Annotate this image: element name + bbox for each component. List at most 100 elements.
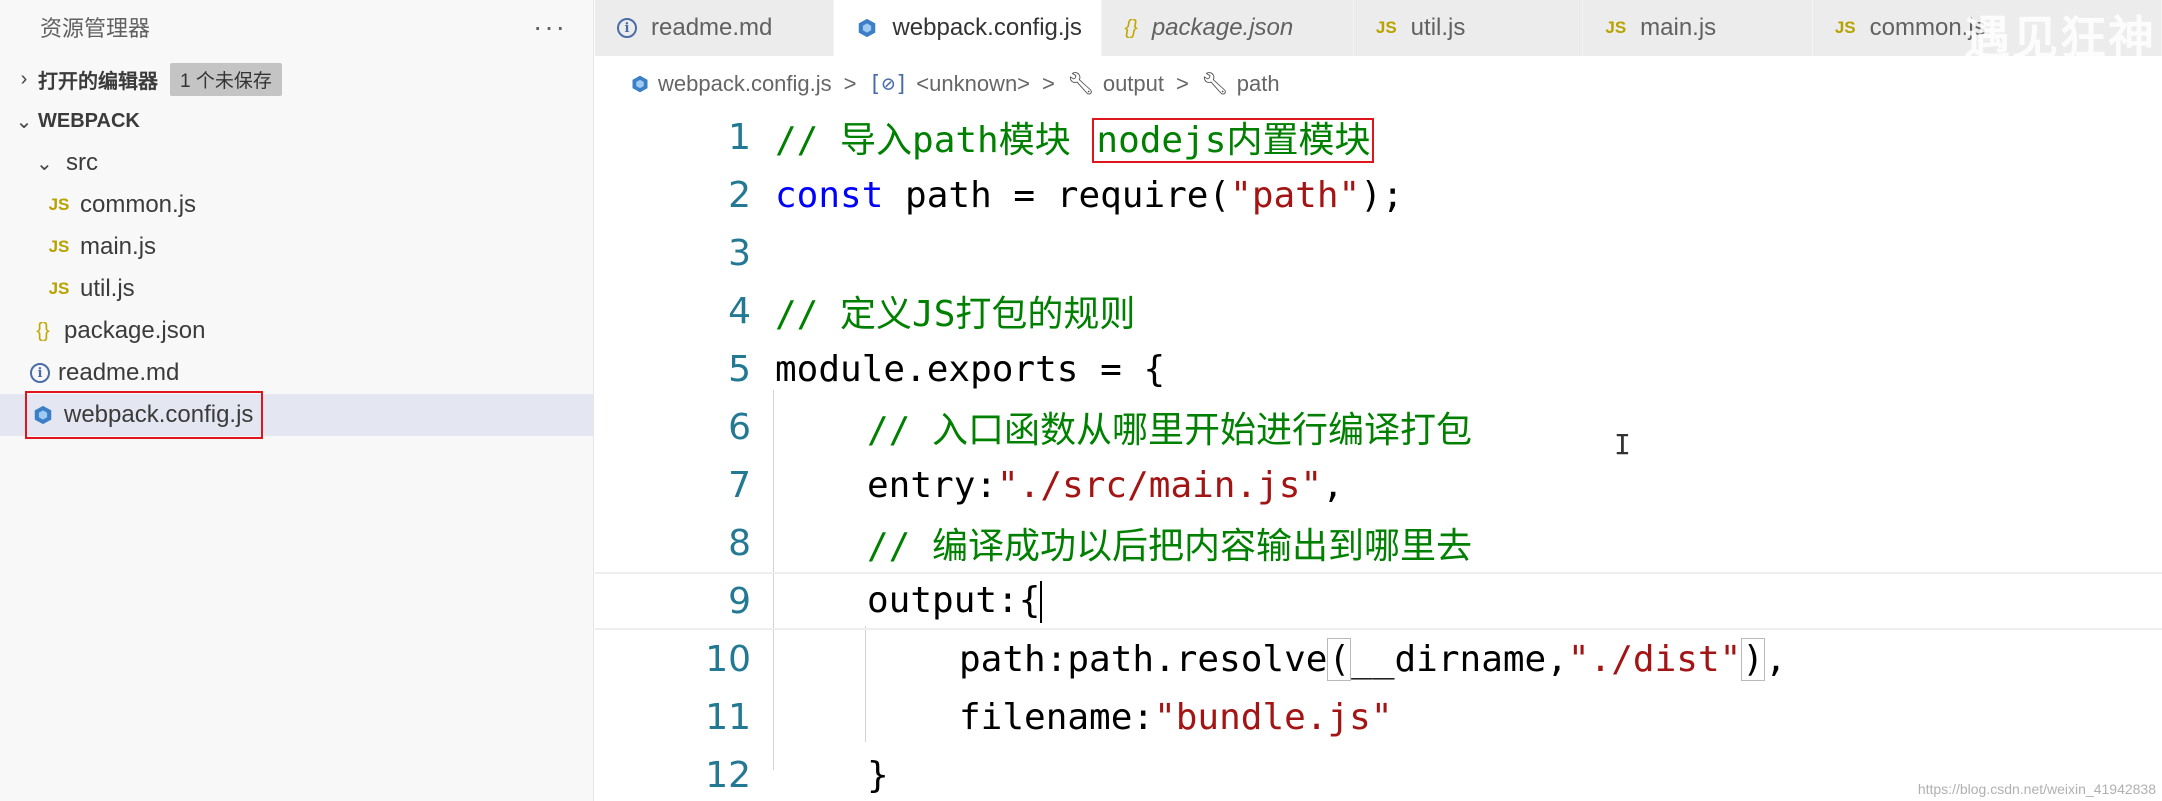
ibeam-cursor-icon: I xyxy=(1614,428,1631,461)
breadcrumb-symbol-unknown[interactable]: <unknown> xyxy=(916,71,1031,96)
json-file-icon: {} xyxy=(36,319,50,342)
tab-label: util.js xyxy=(1410,14,1466,41)
code-plain: ); xyxy=(1360,174,1404,216)
breadcrumb-separator: > xyxy=(1176,71,1189,96)
code-plain: path = require( xyxy=(883,174,1231,216)
code-plain: } xyxy=(867,754,889,796)
wrench-icon: 🔧︎ xyxy=(1200,71,1229,96)
tree-file-util-js[interactable]: JS util.js xyxy=(0,268,593,310)
file-label: webpack.config.js xyxy=(64,401,254,428)
tree-file-package-json[interactable]: {} package.json xyxy=(0,310,593,352)
editor-tab-bar: i readme.md webpack.config.js {} package… xyxy=(595,0,2162,56)
code-key: entry: xyxy=(867,464,998,506)
code-plain: output:{ xyxy=(867,579,1041,621)
code-comment: // 导入path模块 xyxy=(775,120,1093,161)
code-line-4: 4 // 定义JS打包的规则 xyxy=(595,282,2162,340)
info-icon: i xyxy=(30,363,50,383)
line-number: 1 xyxy=(728,116,751,158)
tab-label: webpack.config.js xyxy=(892,14,1082,41)
webpack-cube-icon xyxy=(30,404,56,426)
code-text: output:{ xyxy=(775,579,1043,623)
tab-common-js[interactable]: JS common.js xyxy=(1812,0,2162,56)
code-plain: path:path.resolve xyxy=(959,638,1328,680)
breadcrumb-symbol-path[interactable]: path xyxy=(1236,71,1280,96)
line-number: 10 xyxy=(705,638,751,680)
json-file-icon: {} xyxy=(1124,16,1138,39)
code-string: "path" xyxy=(1230,174,1361,216)
code-line-5: 5 module.exports = { xyxy=(595,340,2162,398)
chevron-down-icon: ⌄ xyxy=(36,152,53,175)
tree-file-readme-md[interactable]: i readme.md xyxy=(0,352,593,394)
line-number: 7 xyxy=(728,464,751,506)
breadcrumb-separator: > xyxy=(843,71,857,96)
code-plain: __dirname, xyxy=(1351,638,1568,680)
line-number: 3 xyxy=(728,232,751,274)
symbol-variable-icon: [⊘] xyxy=(868,71,909,97)
chevron-down-icon: ⌄ xyxy=(15,110,33,133)
tab-package-json[interactable]: {} package.json xyxy=(1102,0,1354,56)
tab-main-js[interactable]: JS main.js xyxy=(1583,0,1813,56)
tree-file-common-js[interactable]: JS common.js xyxy=(0,184,593,226)
code-line-3: 3 xyxy=(595,224,2162,282)
explorer-header: 资源管理器 ··· xyxy=(0,0,593,54)
project-section-webpack[interactable]: ⌄ WEBPACK xyxy=(0,100,593,142)
file-label: common.js xyxy=(80,191,197,218)
code-text: const path = require("path"); xyxy=(775,175,1404,216)
tab-label: readme.md xyxy=(651,14,773,41)
line-number: 9 xyxy=(728,580,751,622)
line-number: 12 xyxy=(705,754,751,796)
code-line-11: 11 filename:"bundle.js" xyxy=(595,688,2162,746)
tab-webpack-config-js[interactable]: webpack.config.js xyxy=(834,0,1103,56)
line-number: 5 xyxy=(728,348,751,390)
code-line-9-current: 9 output:{ xyxy=(595,572,2162,630)
chevron-right-icon: › xyxy=(20,67,28,90)
text-cursor xyxy=(1040,580,1043,623)
webpack-cube-icon xyxy=(856,17,878,39)
file-label: main.js xyxy=(80,233,157,260)
js-file-icon: JS xyxy=(48,195,70,214)
more-actions-icon[interactable]: ··· xyxy=(533,11,567,42)
breadcrumb-symbol-output[interactable]: output xyxy=(1102,71,1164,96)
code-comment: // 定义JS打包的规则 xyxy=(775,294,1136,335)
tab-label: common.js xyxy=(1869,14,1986,41)
breadcrumb-separator: > xyxy=(1042,71,1055,96)
breadcrumb-file[interactable]: webpack.config.js xyxy=(658,71,832,96)
open-editors-label: 打开的编辑器 xyxy=(38,70,158,93)
code-string: "bundle.js" xyxy=(1154,696,1393,738)
tree-file-webpack-config-js[interactable]: webpack.config.js xyxy=(0,391,593,439)
breadcrumb: webpack.config.js > [⊘] <unknown> > 🔧︎ o… xyxy=(630,62,1280,106)
bracket-match: ) xyxy=(1741,637,1765,681)
project-label: WEBPACK xyxy=(38,109,140,132)
code-string: "./src/main.js" xyxy=(997,464,1323,506)
file-label: util.js xyxy=(80,275,135,302)
code-line-7: 7 entry:"./src/main.js", xyxy=(595,456,2162,514)
js-file-icon: JS xyxy=(1375,18,1397,37)
tab-util-js[interactable]: JS util.js xyxy=(1353,0,1584,56)
tab-label: main.js xyxy=(1640,14,1717,41)
code-editor[interactable]: 1 // 导入path模块 nodejs内置模块 2 const path = … xyxy=(595,108,2162,801)
folder-label: src xyxy=(66,149,98,176)
bracket-match: ( xyxy=(1327,637,1352,681)
tree-folder-src[interactable]: ⌄ src xyxy=(0,142,593,184)
highlight-box-comment: nodejs内置模块 xyxy=(1092,118,1375,163)
code-line-2: 2 const path = require("path"); xyxy=(595,166,2162,224)
tree-file-main-js[interactable]: JS main.js xyxy=(0,226,593,268)
line-number: 8 xyxy=(728,522,751,564)
code-line-8: 8 // 编译成功以后把内容输出到哪里去 xyxy=(595,514,2162,572)
js-file-icon: JS xyxy=(1834,18,1856,37)
file-label: readme.md xyxy=(58,359,180,386)
open-editors-section[interactable]: › 打开的编辑器 1 个未保存 xyxy=(0,58,593,100)
indent-guide xyxy=(865,626,866,742)
code-line-12: 12 } xyxy=(595,746,2162,801)
watermark-url: https://blog.csdn.net/weixin_41942838 xyxy=(1917,781,2156,797)
code-line-1: 1 // 导入path模块 nodejs内置模块 xyxy=(595,108,2162,166)
webpack-cube-icon xyxy=(630,74,650,94)
tab-readme-md[interactable]: i readme.md xyxy=(595,0,835,56)
explorer-title: 资源管理器 xyxy=(40,16,151,41)
code-plain: module.exports = { xyxy=(775,348,1166,390)
code-comment: // 编译成功以后把内容输出到哪里去 xyxy=(867,526,1473,567)
code-string: "./dist" xyxy=(1567,638,1742,680)
line-number: 11 xyxy=(705,696,751,738)
code-key: filename: xyxy=(959,696,1155,738)
code-plain: , xyxy=(1322,464,1344,506)
